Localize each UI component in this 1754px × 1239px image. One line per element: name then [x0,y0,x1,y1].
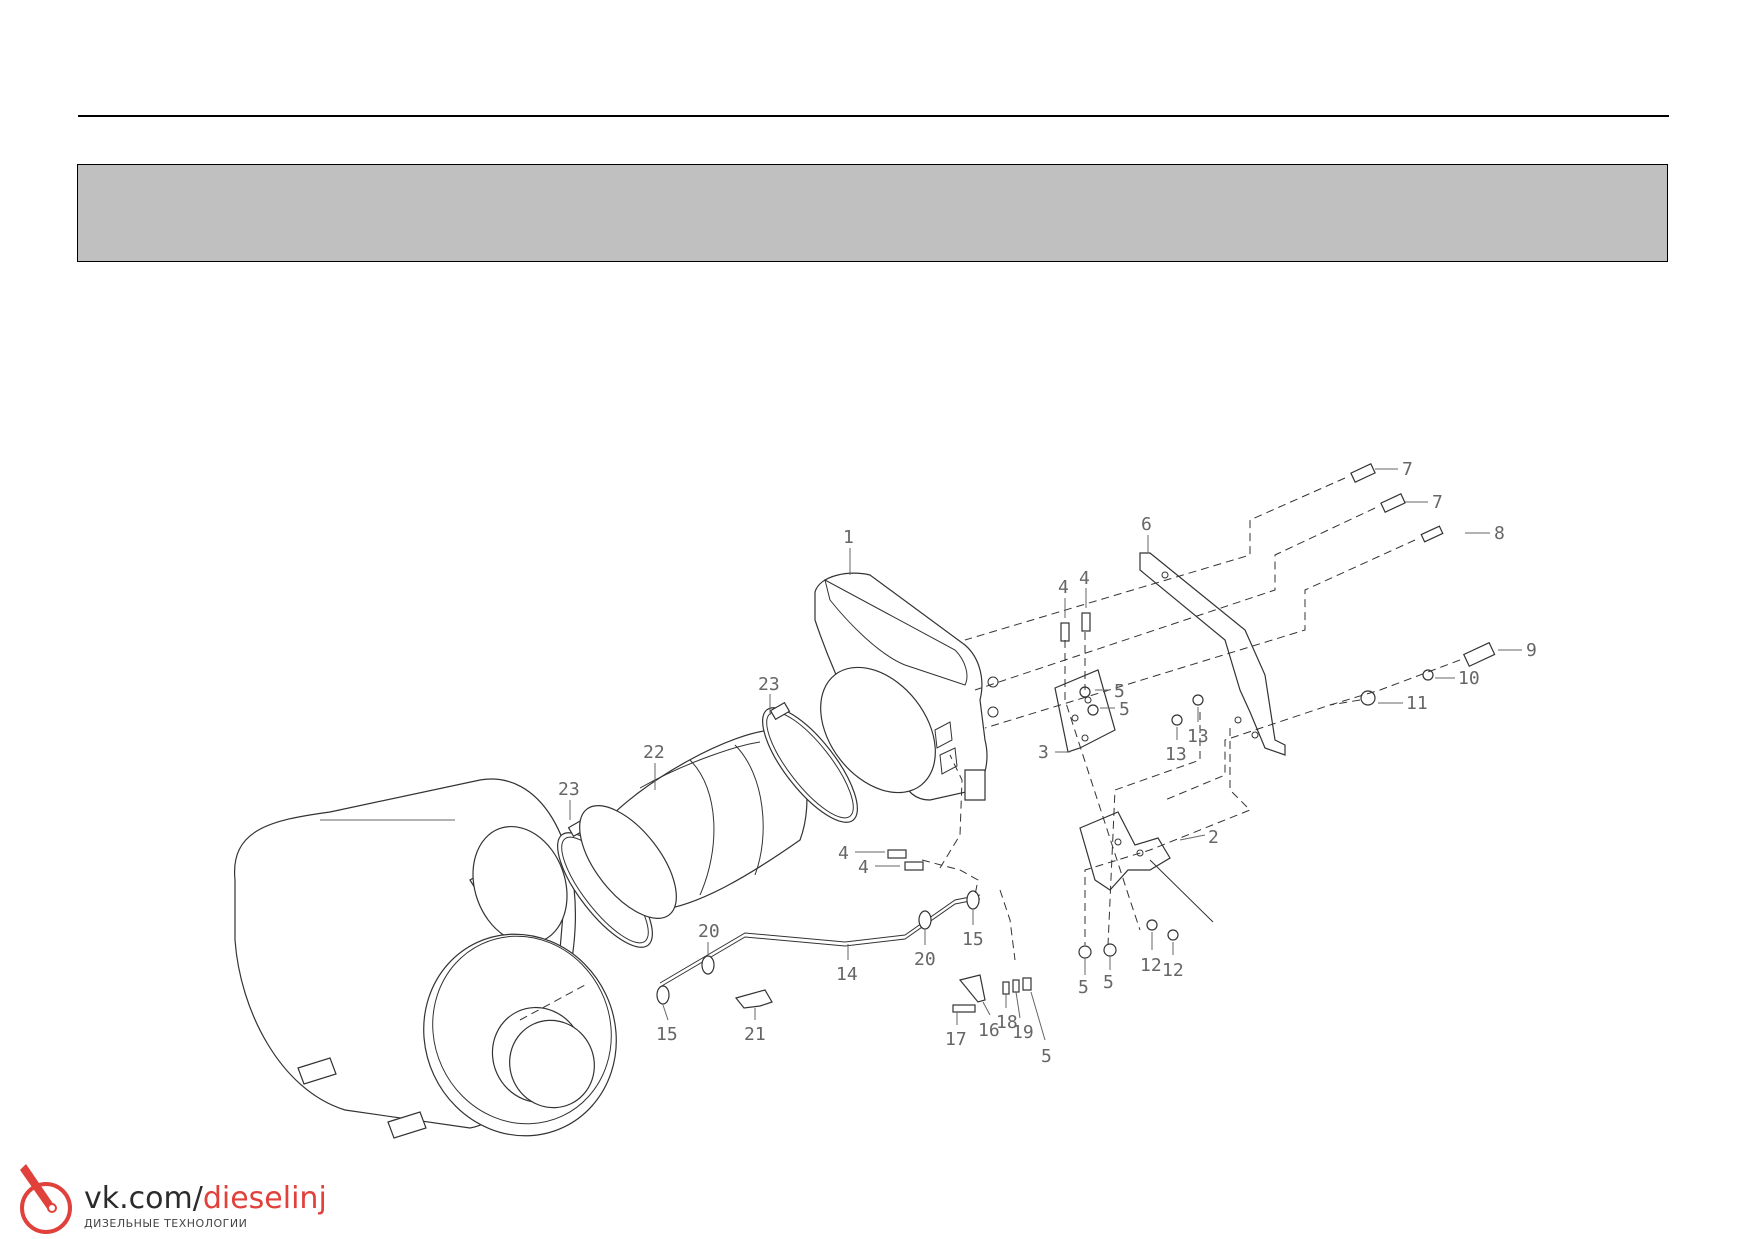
hose-22 [579,729,808,919]
logo-link[interactable]: vk.com/dieselinj [84,1184,327,1214]
callout-17: 17 [945,1029,967,1050]
callout-20b: 20 [698,921,720,942]
logo-prefix: vk.com/ [84,1181,203,1216]
callout-5e: 5 [1041,1046,1052,1067]
callout-5b: 5 [1119,699,1130,720]
top-rule [78,115,1669,117]
part-2-bracket [1079,811,1214,923]
logo-accent: dieselinj [202,1181,327,1216]
callout-12a: 12 [1140,955,1162,976]
callout-12b: 12 [1162,960,1184,981]
callout-4c: 4 [838,843,849,864]
callout-15a: 15 [962,929,984,950]
callouts: 1 2 3 4 4 4 4 5 5 5 5 5 6 7 7 8 9 10 [558,459,1537,1067]
callout-4b: 4 [1079,568,1090,589]
part-6-bracket [1139,552,1286,756]
callout-5d: 5 [1103,972,1114,993]
callout-5c: 5 [1078,977,1089,998]
callout-7a: 7 [1402,459,1413,480]
callout-5a: 5 [1114,681,1125,702]
callout-18: 18 [996,1012,1018,1033]
callout-10: 10 [1458,668,1480,689]
callout-23a: 23 [558,779,580,800]
callout-14: 14 [836,964,858,985]
header-bar [77,164,1668,262]
callout-8: 8 [1494,523,1505,544]
callout-4d: 4 [858,857,869,878]
callout-15b: 15 [656,1024,678,1045]
callout-11: 11 [1406,693,1428,714]
callout-3: 3 [1038,742,1049,763]
callout-4a: 4 [1058,577,1069,598]
fasteners [656,463,1496,1013]
logo-subtitle: ДИЗЕЛЬНЫЕ ТЕХНОЛОГИИ [84,1217,248,1230]
callout-13a: 13 [1165,744,1187,765]
dieselinj-logo-icon [20,1164,72,1234]
callout-13b: 13 [1187,726,1209,747]
assembly-lines [921,477,1461,961]
callout-6: 6 [1141,514,1152,535]
part-3-bracket [1054,669,1116,753]
callout-2: 2 [1208,827,1219,848]
callout-9: 9 [1526,640,1537,661]
callout-1: 1 [843,527,854,548]
callout-23b: 23 [758,674,780,695]
callout-21: 21 [744,1024,766,1045]
callout-7b: 7 [1432,492,1443,513]
callout-19: 19 [1012,1022,1034,1043]
callout-16: 16 [978,1020,1000,1041]
part-1-intake-housing [814,572,999,801]
part-14-tube [659,894,981,988]
air-cleaner-housing [234,778,617,1139]
callout-20a: 20 [914,949,936,970]
callout-22: 22 [643,742,665,763]
